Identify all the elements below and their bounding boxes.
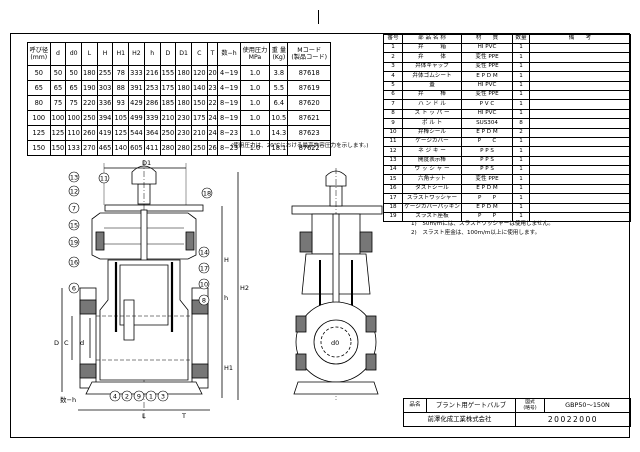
dim-cell: 8−23	[217, 140, 241, 156]
dim-d: d	[80, 339, 84, 347]
dim-holes: 数−h	[60, 395, 76, 404]
company-name: 前澤化成工業株式会社	[403, 412, 516, 427]
callout-16: 16	[70, 259, 78, 267]
dim-d0: d0	[331, 339, 339, 347]
front-section-view	[61, 160, 239, 420]
dim-h: h	[224, 294, 228, 302]
dim-C: C	[64, 339, 69, 347]
callout-12: 12	[70, 188, 78, 196]
title-block: 品名 プラント用ゲートバルブ 図式 (略号) GBP50〜150N 前澤化成工業…	[403, 398, 631, 427]
parts-cell	[529, 212, 631, 223]
dim-D: D	[54, 339, 59, 347]
center-mark	[318, 10, 319, 24]
dim-cell: 87622	[287, 140, 331, 156]
callout-1: 1	[149, 393, 153, 401]
side-dim-labels: d0	[331, 339, 339, 347]
callout-6: 6	[72, 285, 76, 293]
dimension-footnote: (使用圧力は、20℃における最高許容圧力を示します。)	[231, 143, 369, 149]
parts-note-1: 1) 50m/mには、スラストワッシャーは使用しません。	[411, 221, 554, 227]
callout-13: 13	[70, 174, 78, 182]
callout-9: 9	[137, 393, 141, 401]
callout-19: 19	[70, 239, 78, 247]
dim-H1: H1	[224, 364, 233, 372]
dim-cell: 280	[175, 140, 192, 156]
callout-7: 7	[72, 205, 76, 213]
dim-H: H	[224, 256, 229, 264]
side-view	[291, 168, 383, 400]
callout-11: 11	[100, 175, 108, 183]
callout-8: 8	[202, 297, 206, 305]
dim-H2: H2	[240, 284, 249, 292]
front-callout-labels: 13 12 7 15 19 16 6 11 18 14 17 10 8 4 2 …	[70, 174, 211, 401]
dim-cell: 18.1	[269, 140, 289, 156]
callout-4: 4	[113, 393, 117, 401]
dim-cell: 133	[65, 140, 82, 156]
callout-15: 15	[70, 222, 78, 230]
callout-17: 17	[200, 265, 208, 273]
callout-18: 18	[203, 190, 211, 198]
dim-header-cell: 数−h	[217, 42, 241, 66]
callout-10: 10	[200, 281, 208, 289]
parts-note-2: 2) スラスト座金は、100m/m以上に使用します。	[411, 230, 541, 236]
dim-L: L	[142, 412, 146, 420]
dim-cell: 150	[27, 140, 51, 156]
callout-2: 2	[125, 393, 129, 401]
callout-3: 3	[161, 393, 165, 401]
product-code: 20022000	[515, 412, 631, 427]
dim-D1: D1	[142, 159, 151, 167]
dim-T: T	[181, 412, 186, 420]
front-dim-labels: D1 H H2 H1 h D C d L T 数−h	[54, 159, 249, 420]
front-callouts	[68, 171, 213, 402]
dim-header-cell: 重 量 (Kg)	[269, 42, 289, 66]
dim-header-cell: Mコード (製品コード)	[287, 42, 331, 66]
callout-14: 14	[200, 249, 208, 257]
